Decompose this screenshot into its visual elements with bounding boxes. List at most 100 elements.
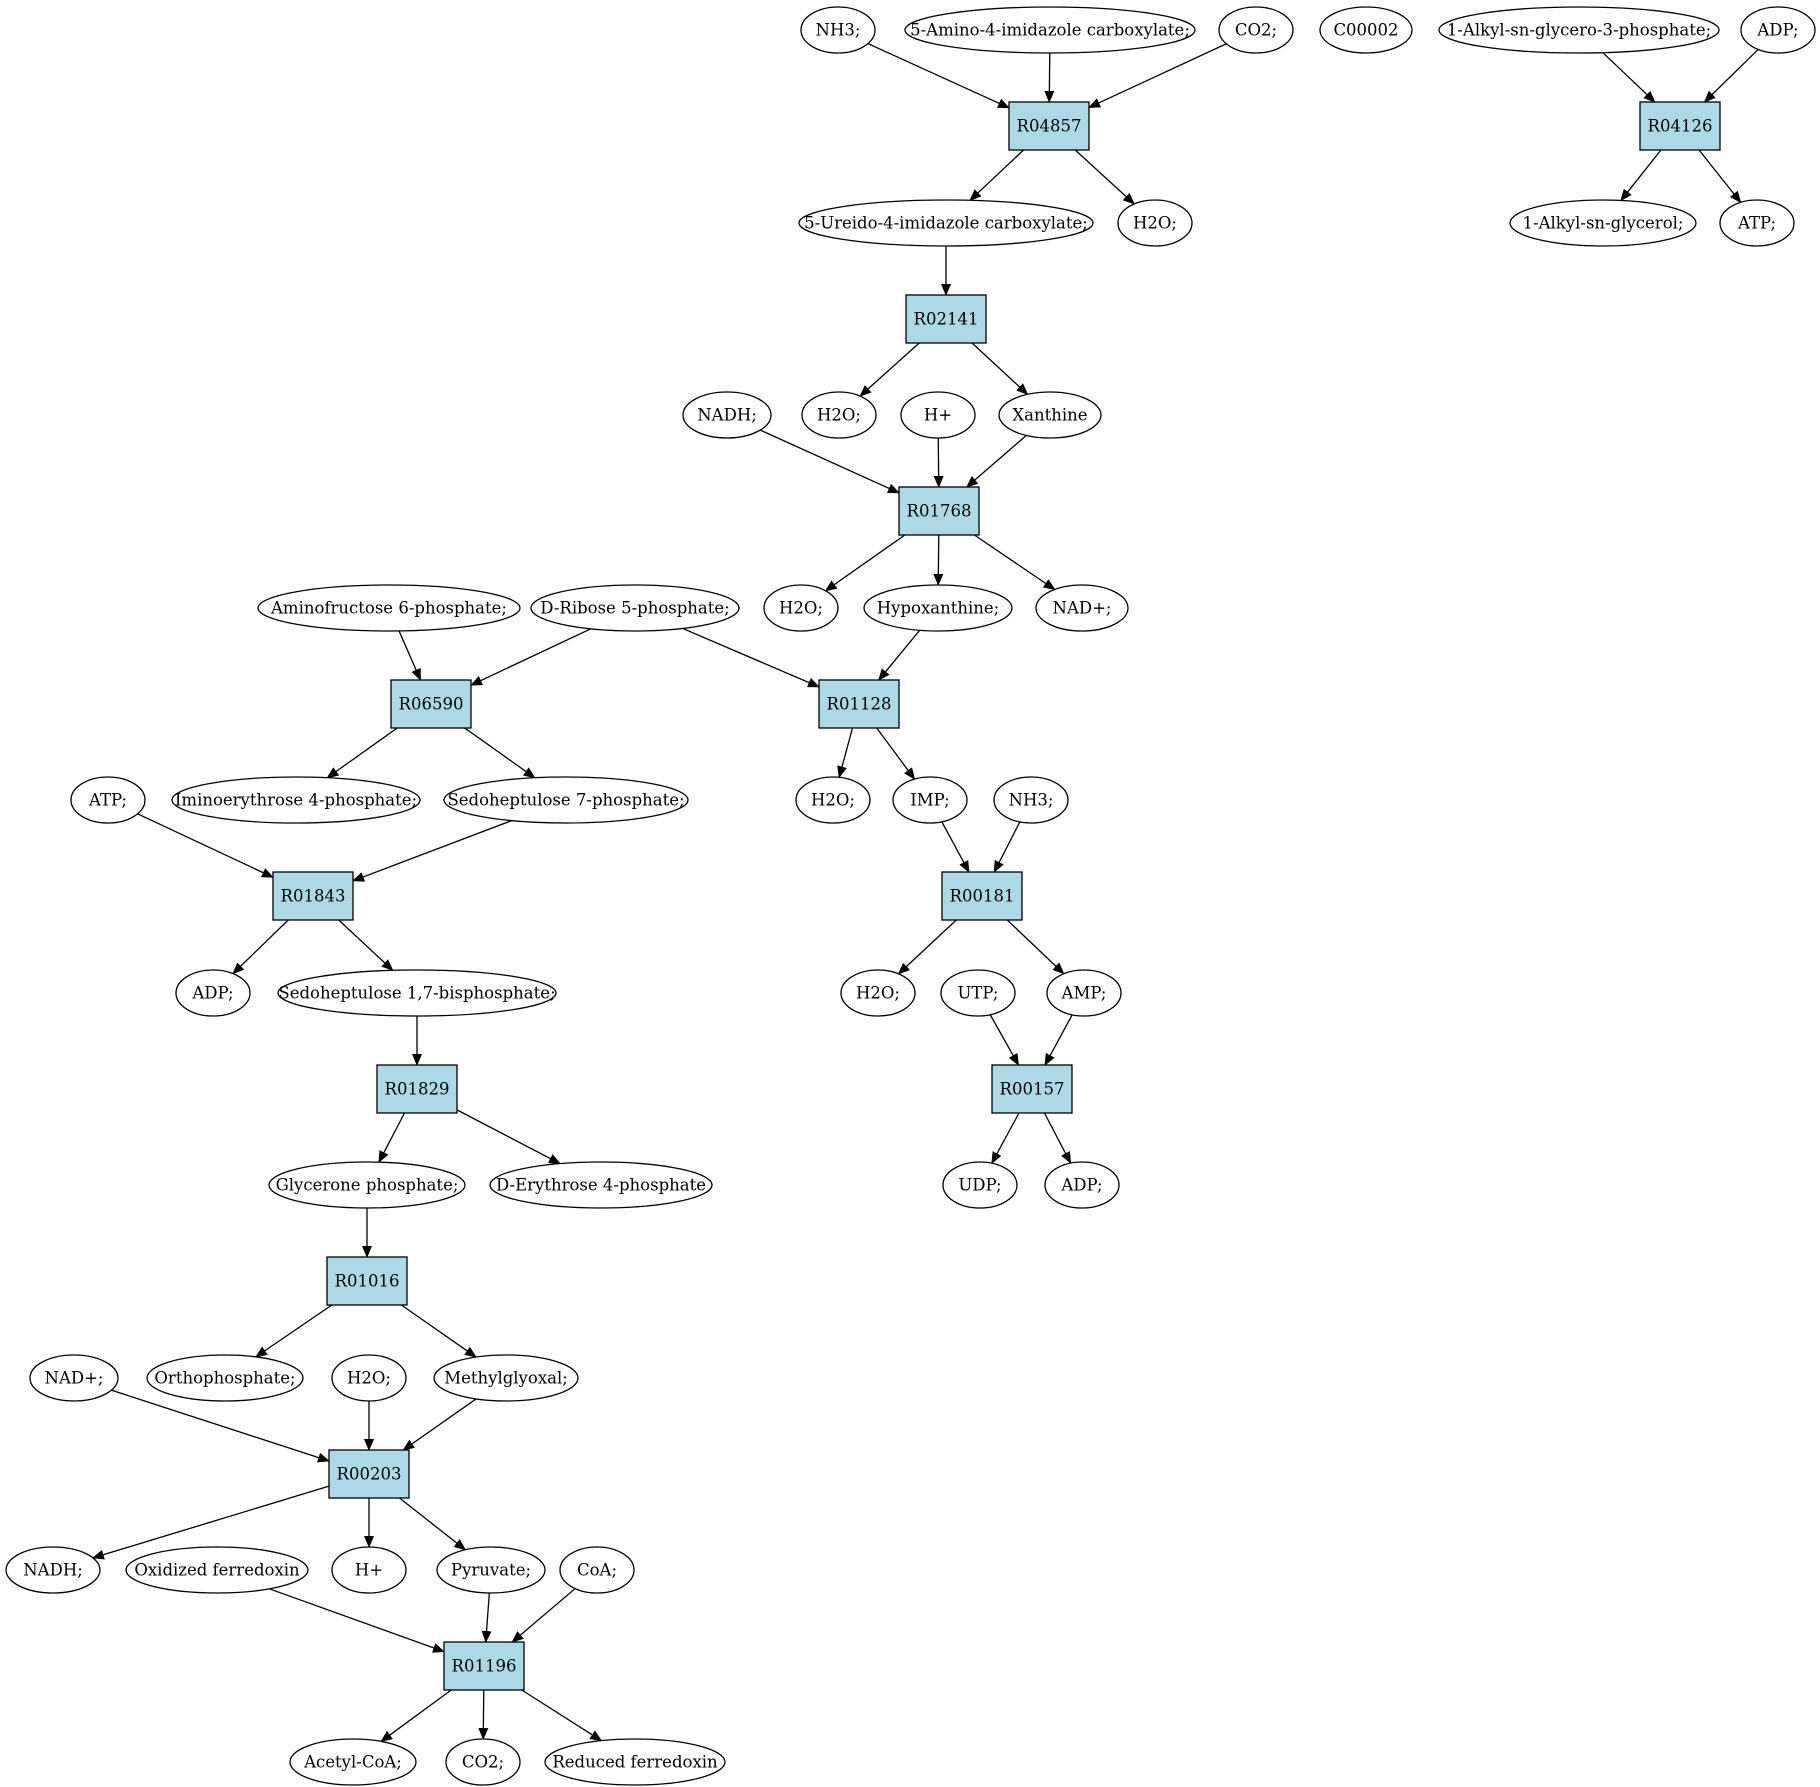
- compound-node-sedo7p[interactable]: Sedoheptulose 7-phosphate;: [443, 776, 689, 824]
- compound-node-erythrose4p[interactable]: D-Erythrose 4-phosphate: [489, 1161, 713, 1209]
- compound-node-imp[interactable]: IMP;: [892, 776, 968, 824]
- compound-ellipse: [942, 1161, 1018, 1209]
- compound-node-h2o_2[interactable]: H2O;: [801, 391, 877, 439]
- compound-node-atp_top[interactable]: ATP;: [1719, 199, 1795, 247]
- compound-node-acetyl_coa[interactable]: Acetyl-CoA;: [289, 1738, 417, 1786]
- reaction-node-R00181[interactable]: R00181: [941, 871, 1023, 921]
- edge-hypoxanthine-to-R01128: [878, 629, 921, 681]
- node-label: R01016: [335, 1272, 400, 1291]
- edge-alkyl_g3p-to-R04126: [1602, 52, 1656, 103]
- compound-node-hypoxanthine[interactable]: Hypoxanthine;: [863, 584, 1013, 632]
- compound-node-utp[interactable]: UTP;: [940, 969, 1016, 1017]
- reaction-node-R01196[interactable]: R01196: [443, 1641, 525, 1691]
- compound-ellipse: [800, 6, 876, 54]
- compound-ellipse: [530, 584, 740, 632]
- node-label: R04126: [1648, 117, 1713, 136]
- compound-node-co2_bottom[interactable]: CO2;: [445, 1738, 521, 1786]
- node-label: 1-Alkyl-sn-glycerol;: [1523, 214, 1684, 233]
- compound-node-amp[interactable]: AMP;: [1046, 969, 1122, 1017]
- compound-node-alkyl_glycerol[interactable]: 1-Alkyl-sn-glycerol;: [1509, 199, 1697, 247]
- reaction-node-R01768[interactable]: R01768: [898, 486, 980, 536]
- compound-node-ureido_imid[interactable]: 5-Ureido-4-imidazole carboxylate;: [798, 199, 1094, 247]
- compound-node-adp_mid[interactable]: ADP;: [175, 969, 251, 1017]
- reaction-node-R01128[interactable]: R01128: [818, 679, 900, 729]
- reaction-node-R01829[interactable]: R01829: [376, 1064, 458, 1114]
- compound-node-glycerone_p[interactable]: Glycerone phosphate;: [268, 1161, 466, 1209]
- compound-node-methylglyoxal[interactable]: Methylglyoxal;: [433, 1354, 579, 1402]
- compound-node-nadplus_2[interactable]: NAD+;: [29, 1354, 119, 1402]
- compound-node-c00002[interactable]: C00002: [1319, 6, 1413, 54]
- compound-node-hplus_2[interactable]: H+: [331, 1546, 407, 1594]
- node-label: Acetyl-CoA;: [303, 1753, 402, 1772]
- compound-node-nadh_1[interactable]: NADH;: [682, 391, 772, 439]
- node-label: 5-Amino-4-imidazole carboxylate;: [910, 21, 1190, 40]
- node-label: ATP;: [88, 791, 127, 810]
- node-label: Pyruvate;: [451, 1561, 531, 1580]
- reaction-node-R06590[interactable]: R06590: [390, 679, 472, 729]
- compound-node-aminofructose[interactable]: Aminofructose 6-phosphate;: [257, 584, 521, 632]
- compound-ellipse: [489, 1161, 713, 1209]
- compound-node-udp[interactable]: UDP;: [942, 1161, 1018, 1209]
- compound-ellipse: [1117, 199, 1193, 247]
- reaction-box: [326, 1256, 408, 1306]
- compound-node-ribose5p[interactable]: D-Ribose 5-phosphate;: [530, 584, 740, 632]
- reaction-node-R02141[interactable]: R02141: [905, 294, 987, 344]
- edge-aminofructose-to-R06590: [398, 630, 422, 681]
- compound-node-h2o_5[interactable]: H2O;: [840, 969, 916, 1017]
- reaction-box: [898, 486, 980, 536]
- node-label: Iminoerythrose 4-phosphate;: [175, 791, 417, 810]
- compound-node-h2o_1[interactable]: H2O;: [1117, 199, 1193, 247]
- reaction-node-R01843[interactable]: R01843: [272, 871, 354, 921]
- node-label: H2O;: [1133, 214, 1177, 233]
- edge-ribose5p-to-R01128: [682, 627, 820, 688]
- compound-node-oxidized_fd[interactable]: Oxidized ferredoxin: [125, 1546, 309, 1594]
- reaction-node-R00157[interactable]: R00157: [991, 1064, 1073, 1114]
- node-label: D-Ribose 5-phosphate;: [540, 599, 729, 618]
- compound-node-atp_mid[interactable]: ATP;: [70, 776, 146, 824]
- compound-ellipse: [289, 1738, 417, 1786]
- edge-R04857-to-h2o_1: [1074, 149, 1135, 205]
- edge-atp_mid-to-R01843: [137, 813, 274, 878]
- node-label: Reduced ferredoxin: [552, 1753, 718, 1772]
- compound-node-adp_top[interactable]: ADP;: [1740, 6, 1816, 54]
- edge-imp-to-R00181: [941, 821, 970, 873]
- node-label: Xanthine: [1012, 406, 1087, 425]
- compound-node-nadh_2[interactable]: NADH;: [5, 1546, 101, 1594]
- node-label: IMP;: [910, 791, 950, 810]
- compound-node-nh3_mid[interactable]: NH3;: [993, 776, 1069, 824]
- reaction-node-R00203[interactable]: R00203: [328, 1449, 410, 1499]
- compound-node-coa[interactable]: CoA;: [559, 1546, 635, 1594]
- edge-ribose5p-to-R06590: [470, 628, 592, 686]
- compound-node-co2_top[interactable]: CO2;: [1218, 6, 1294, 54]
- compound-ellipse: [29, 1354, 119, 1402]
- compound-node-h2o_6[interactable]: H2O;: [331, 1354, 407, 1402]
- reaction-node-R04126[interactable]: R04126: [1639, 101, 1721, 151]
- compound-node-nadplus_1[interactable]: NAD+;: [1035, 584, 1129, 632]
- compound-node-hplus_1[interactable]: H+: [900, 391, 976, 439]
- compound-node-sedo17bp[interactable]: Sedoheptulose 1,7-bisphosphate;: [277, 969, 557, 1017]
- compound-node-amino_imid[interactable]: 5-Amino-4-imidazole carboxylate;: [904, 6, 1196, 54]
- compound-node-pyruvate[interactable]: Pyruvate;: [436, 1546, 546, 1594]
- edge-R00181-to-h2o_5: [897, 919, 957, 975]
- compound-node-nh3_top[interactable]: NH3;: [800, 6, 876, 54]
- compound-ellipse: [763, 584, 839, 632]
- node-label: AMP;: [1061, 984, 1107, 1003]
- compound-node-iminoerythrose[interactable]: Iminoerythrose 4-phosphate;: [171, 776, 421, 824]
- compound-node-adp_r[interactable]: ADP;: [1044, 1161, 1120, 1209]
- compound-node-reduced_fd[interactable]: Reduced ferredoxin: [544, 1738, 726, 1786]
- compound-node-alkyl_g3p[interactable]: 1-Alkyl-sn-glycero-3-phosphate;: [1438, 6, 1720, 54]
- compound-node-h2o_3[interactable]: H2O;: [763, 584, 839, 632]
- compound-node-orthophosphate[interactable]: Orthophosphate;: [146, 1354, 304, 1402]
- node-label: R01829: [385, 1080, 450, 1099]
- reaction-node-R01016[interactable]: R01016: [326, 1256, 408, 1306]
- compound-ellipse: [5, 1546, 101, 1594]
- compound-ellipse: [1218, 6, 1294, 54]
- compound-ellipse: [904, 6, 1196, 54]
- node-label: CO2;: [1235, 21, 1277, 40]
- compound-node-xanthine[interactable]: Xanthine: [998, 391, 1102, 439]
- node-label: Glycerone phosphate;: [276, 1176, 459, 1195]
- compound-ellipse: [277, 969, 557, 1017]
- edge-amino_imid-to-R04857: [1044, 52, 1055, 103]
- compound-node-h2o_4[interactable]: H2O;: [795, 776, 871, 824]
- reaction-node-R04857[interactable]: R04857: [1008, 101, 1090, 151]
